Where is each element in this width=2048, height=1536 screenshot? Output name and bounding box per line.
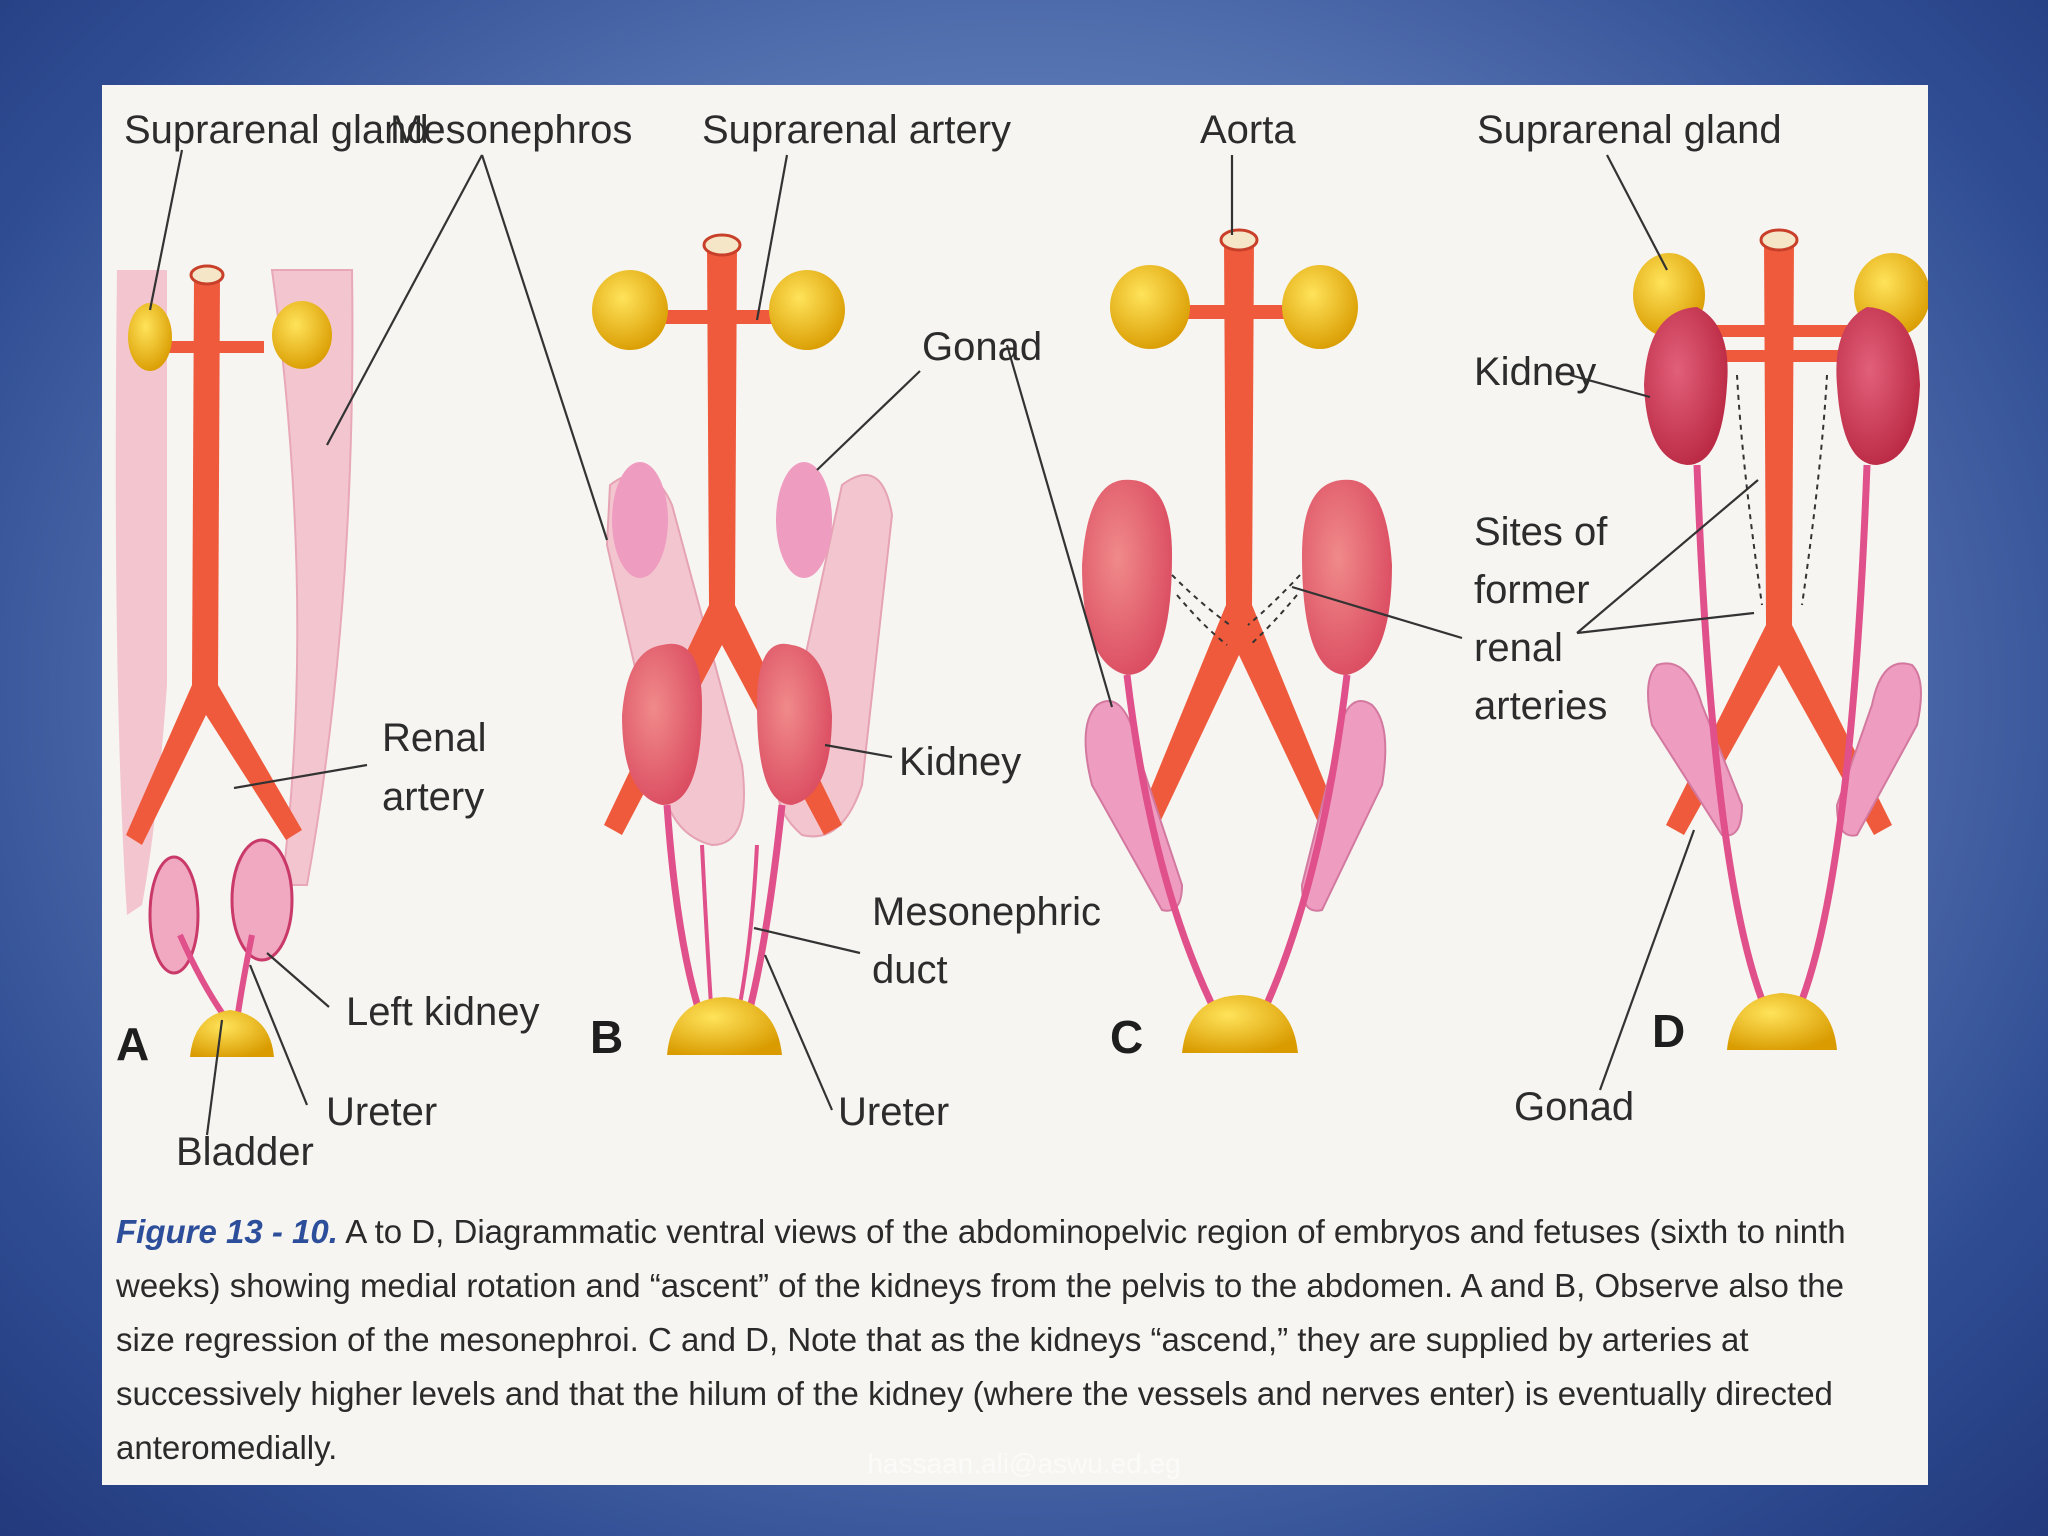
ureter-b [663, 804, 786, 1022]
figure-number: Figure 13 - 10. [116, 1213, 338, 1250]
aorta-opening-c [1219, 228, 1259, 252]
figure-panel: Suprarenal gland Mesonephros Suprarenal … [102, 85, 1928, 1485]
panel-a [115, 264, 354, 1057]
former-renal-arteries-c [1171, 574, 1301, 646]
ureter-d [1693, 464, 1871, 1002]
labels: Suprarenal gland Mesonephros Suprarenal … [116, 108, 1782, 1174]
label-mesonephros: Mesonephros [390, 108, 632, 152]
label-ureter-b: Ureter [838, 1090, 949, 1134]
bladder-d [1727, 993, 1837, 1050]
aorta-opening [189, 264, 225, 286]
aorta-b [604, 245, 842, 835]
label-kidney-d: Kidney [1474, 350, 1596, 394]
mesonephros-left [115, 270, 167, 915]
label-ureter-a: Ureter [326, 1090, 437, 1134]
label-kidney-b: Kidney [899, 740, 1021, 784]
gonad-b-left [612, 462, 668, 578]
mesonephric-duct-b [700, 844, 759, 1021]
kidney-d-left [1644, 307, 1728, 465]
label-sites-line4: arteries [1474, 684, 1607, 728]
aorta-opening-b [702, 233, 742, 257]
kidney-a-right [230, 838, 294, 962]
kidney-c-left [1082, 479, 1172, 675]
label-suprarenal-gland-a: Suprarenal gland [124, 108, 429, 152]
label-renal-line1: Renal [382, 716, 487, 760]
suprarenal-gland-b-right [769, 270, 845, 350]
label-suprarenal-artery: Suprarenal artery [702, 108, 1011, 152]
panel-letter-d: D [1652, 1005, 1685, 1057]
aorta-c [1136, 240, 1342, 835]
kidney-d-right [1836, 307, 1920, 465]
label-sites-line3: renal [1474, 626, 1563, 670]
caption-text: A to D, Diagrammatic ventral views of th… [116, 1213, 1846, 1466]
renal-branch-d [1707, 350, 1857, 362]
ureter-c [1123, 674, 1351, 1017]
aorta-d [1666, 240, 1892, 835]
panel-letter-b: B [590, 1011, 623, 1063]
bladder-c [1182, 995, 1298, 1053]
former-renal-arteries-d [1736, 374, 1828, 606]
suprarenal-gland-c-left [1110, 265, 1190, 349]
panel-c [1082, 228, 1392, 1053]
label-left-kidney: Left kidney [346, 990, 539, 1034]
suprarenal-gland-b-left [592, 270, 668, 350]
kidney-b-right [757, 643, 832, 805]
figure-caption: Figure 13 - 10. A to D, Diagrammatic ven… [116, 1205, 1906, 1475]
label-mesonephric-line2: duct [872, 948, 948, 992]
label-renal-line2: artery [382, 775, 484, 819]
label-gonad-d: Gonad [1514, 1085, 1634, 1129]
suprarenal-branch-c [1157, 305, 1322, 319]
suprarenal-branch-b [642, 310, 802, 324]
label-mesonephric-line1: Mesonephric [872, 890, 1101, 934]
bladder-a [190, 1010, 274, 1057]
panel-d [1633, 228, 1928, 1050]
kidney-c-right [1302, 479, 1392, 675]
suprarenal-gland-a-right [272, 301, 332, 369]
suprarenal-gland-c-right [1282, 265, 1358, 349]
kidney-ascent-diagram: Suprarenal gland Mesonephros Suprarenal … [115, 108, 1928, 1174]
label-gonad-b: Gonad [922, 325, 1042, 369]
leader-lines [148, 149, 1759, 1136]
panel-b [592, 233, 894, 1055]
suprarenal-gland-a-left [128, 303, 172, 371]
aorta-a [126, 275, 302, 845]
label-aorta: Aorta [1200, 108, 1296, 152]
watermark-email: hassaan.ali@aswu.ed.eg [867, 1448, 1181, 1479]
suprarenal-branch-a [152, 341, 264, 353]
label-suprarenal-gland-d: Suprarenal gland [1477, 108, 1782, 152]
mesonephros-right [270, 269, 354, 886]
panel-letter-a: A [116, 1018, 149, 1070]
bladder-b [667, 997, 782, 1055]
label-sites-line1: Sites of [1474, 510, 1608, 554]
kidney-b-left [622, 643, 702, 805]
gonad-b-right [776, 462, 832, 578]
label-bladder: Bladder [176, 1130, 314, 1174]
aorta-opening-d [1759, 228, 1799, 252]
label-sites-line2: former [1474, 568, 1590, 612]
suprarenal-branch-d [1700, 325, 1860, 337]
panel-letter-c: C [1110, 1011, 1143, 1063]
